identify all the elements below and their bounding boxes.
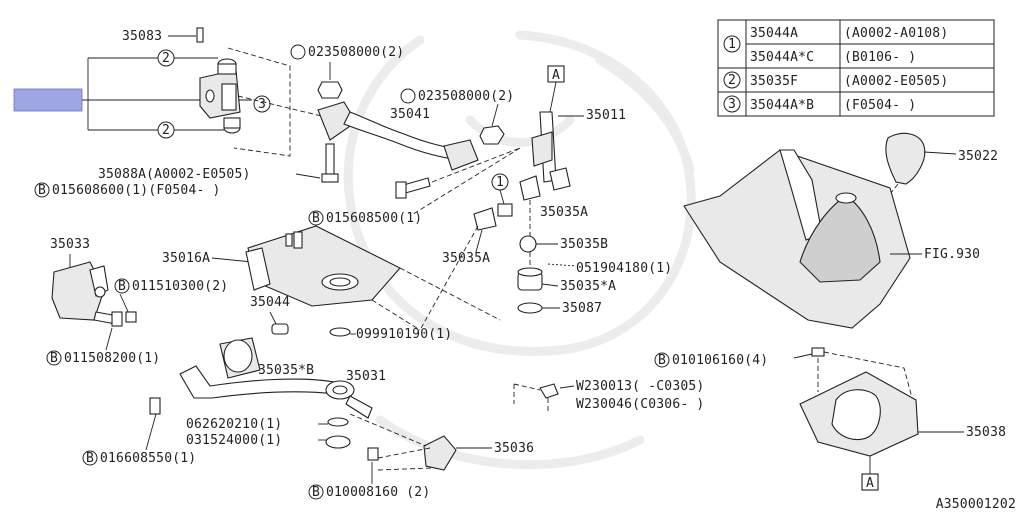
shift-knob-35022 [885,132,926,185]
label-35087: 35087 [562,301,602,316]
ball-35035b [519,235,537,253]
box-a-bottom [861,473,879,491]
label-fig930: FIG.930 [924,247,980,262]
lower-arm-assembly: 35044 099910190(1) 35035*B 35031 B 01660… [82,295,534,500]
label-023508000-b: 023508000(2) [418,89,514,104]
bushing-group: 2 2 3 35083 [13,27,331,157]
background-watermark [343,30,696,470]
ring-35087 [517,302,543,314]
ring-031524000 [325,435,351,449]
legend-range-2: (A0002-E0505) [844,74,948,89]
bracket-35033: 35033 B 011510300(2) B 011508200(1) [46,237,228,366]
label-031524000: 031524000(1) [186,433,282,448]
label-35035a-2: 35035A [442,251,490,266]
label-015608600: 015608600(1)(F0504- ) [52,183,221,198]
legend-part-2: 35035F [750,74,798,89]
label-35016a: 35016A [162,251,210,266]
label-35035xb: 35035*B [258,363,314,378]
bushing-1 [497,203,513,217]
prefix-b-1: B [38,183,46,198]
prefix-b-5: B [86,451,94,466]
bushing-35035a-2 [473,207,497,231]
pin-part [196,27,204,43]
screw-010106160 [811,347,825,357]
highlighted-callout[interactable] [13,88,83,112]
label-35035xa: 35035*A [560,279,616,294]
legend-part-3: 35044A*B [750,98,814,113]
legend-range-1c: (B0106- ) [844,50,916,65]
callout-circle-3: 3 [258,97,266,112]
nut-a [317,81,343,99]
label-w230046: W230046(C0306- ) [576,397,704,412]
prefix-b-3: B [118,279,126,294]
label-35036: 35036 [494,441,534,456]
ring-099910190 [329,327,351,337]
label-35088a: 35088A(A0002-E0505) [98,167,251,182]
label-35083: 35083 [122,29,162,44]
label-016608550: 016608550(1) [100,451,196,466]
label-099910190: 099910190(1) [356,327,452,342]
legend-part-1c: 35044A*C [750,50,814,65]
label-062620210: 062620210(1) [186,417,282,432]
legend-mark-1: 1 [728,37,736,52]
callout-circle-1: 1 [496,175,504,190]
label-010008160: 010008160 (2) [326,485,430,500]
legend-mark-2: 2 [728,73,736,88]
prefix-b-6: B [312,485,320,500]
diagram-id: A350001202 [936,497,1016,512]
housing-body [247,225,401,307]
label-35038: 35038 [966,425,1006,440]
bushing-center [221,83,237,111]
label-015608500: 015608500(1) [326,211,422,226]
box-a-top-label: A [552,68,560,83]
lever-housing: 35016A [162,225,501,331]
label-023508000-a: 023508000(2) [308,45,404,60]
label-35033: 35033 [50,237,90,252]
nut-b [479,125,505,145]
label-35044: 35044 [250,295,290,310]
ring-062620210 [327,417,349,427]
label-35041: 35041 [390,107,430,122]
label-35035a-1: 35035A [540,205,588,220]
legend-range-3: (F0504- ) [844,98,916,113]
callout-circle-2a: 2 [162,51,170,66]
legend-part-1: 35044A [750,26,798,41]
bracket-35036 [423,435,457,471]
label-35011: 35011 [586,108,626,123]
pin-35044 [271,323,289,335]
bolt-010008160 [367,447,379,461]
prefix-b-4: B [50,351,58,366]
label-051904180: 051904180(1) [576,261,672,276]
rod-end-bracket [443,139,479,171]
label-011508200: 011508200(1) [64,351,160,366]
label-w230013: W230013( -C0305) [576,379,704,394]
legend-range-1: (A0002-A0108) [844,26,948,41]
bolt-016608550 [149,397,161,415]
callout-circle-2b: 2 [162,123,170,138]
bushing-35035a-1 [549,167,571,191]
shift-rod-assembly: N 023508000(2) 35041 N 023508000(2) 3508… [34,44,521,226]
prefix-b-7: B [658,353,666,368]
label-010106160: 010106160(4) [672,353,768,368]
legend-mark-3: 3 [728,97,736,112]
label-35031: 35031 [346,369,386,384]
clip-w230013: W230013( -C0305) W230046(C0306- ) [513,379,704,412]
bolt-35088a [325,143,335,175]
label-011510300: 011510300(2) [132,279,228,294]
prefix-b-2: B [312,211,320,226]
label-35022: 35022 [958,149,998,164]
label-35035b: 35035B [560,237,608,252]
lever-joint [519,175,541,201]
lever-assembly: A 35011 1 35035A 35035A 35035B 051904180… [409,65,672,331]
box-a-bottom-label: A [866,476,874,491]
console-assembly: 35022 FIG.930 B 010106160(4) 35038 A [654,132,1006,491]
clip-part [539,383,559,399]
legend-table: 1 2 3 35044A (A0002-A0108) 35044A*C (B01… [717,19,995,117]
